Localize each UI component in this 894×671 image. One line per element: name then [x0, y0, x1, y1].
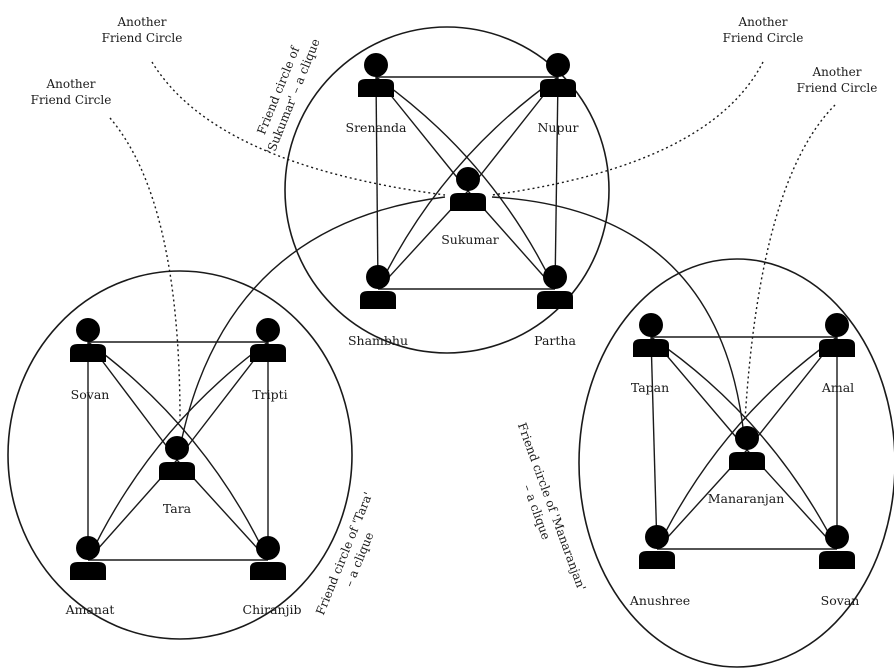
person-icon-tapan: [633, 313, 669, 357]
dotted-link-4: [744, 104, 836, 421]
name-label-amal: Amal: [821, 380, 854, 395]
annotation-line: Friend circle of 'Manaranjan': [515, 421, 589, 593]
annotation-line: Friend Circle: [102, 31, 183, 45]
person-icon-sovan-left: [70, 318, 106, 362]
name-label-srenanda: Srenanda: [346, 120, 407, 135]
annotation-line: Friend Circle: [723, 31, 804, 45]
name-label-manaranjan: Manaranjan: [708, 491, 785, 506]
edge-nupur-shambhu: [377, 76, 559, 290]
edge-srenanda-partha: [375, 76, 556, 290]
name-label-shambhu: Shambhu: [348, 333, 408, 348]
name-label-sukumar: Sukumar: [441, 232, 499, 247]
name-label-sovan-left: Sovan: [71, 387, 110, 402]
name-label-amanat: Amanat: [65, 602, 115, 617]
link-sukumar-manaranjan: [491, 196, 745, 437]
person-icon-shambhu: [360, 265, 396, 309]
friend-circles: [7, 26, 894, 668]
annotation-line: Friend Circle: [31, 93, 112, 107]
dotted-link-3: [491, 61, 764, 196]
person-icon-partha: [537, 265, 573, 309]
annotation-line: Another: [116, 15, 166, 29]
edge-anushree-tapan: [650, 336, 658, 550]
edge-amal-anushree: [656, 336, 838, 550]
person-icon-chiranjib: [250, 536, 286, 580]
annotation-tara-clique: Friend circle of 'Tara'– a clique: [313, 490, 390, 623]
person-icon-sovan-right: [819, 525, 855, 569]
clique-edges: [87, 76, 838, 561]
tara-circle: [7, 270, 353, 640]
name-label-tripti: Tripti: [252, 387, 287, 402]
inter-circle-links: [177, 196, 745, 459]
person-icon-srenanda: [358, 53, 394, 97]
name-label-chiranjib: Chiranjib: [243, 602, 302, 617]
person-icon-tripti: [250, 318, 286, 362]
edge-shambhu-srenanda: [375, 76, 379, 290]
edge-tripti-amanat: [87, 341, 269, 561]
name-label-nupur: Nupur: [537, 120, 578, 135]
name-label-partha: Partha: [534, 333, 576, 348]
another-circle-links: [109, 61, 836, 421]
dotted-link-2: [109, 117, 181, 421]
person-icon-anushree: [639, 525, 675, 569]
name-label-anushree: Anushree: [629, 593, 690, 608]
edge-nupur-partha: [554, 76, 559, 290]
name-label-tara: Tara: [163, 501, 192, 516]
name-label-tapan: Tapan: [631, 380, 669, 395]
annotation-sukumar-clique: Friend circle of'Sukumar' – a clique: [249, 31, 323, 157]
sukumar-circle: [284, 26, 610, 354]
edge-tapan-sovan_right: [650, 336, 838, 550]
edge-sovan_left-chiranjib: [87, 341, 269, 561]
annotation-line: Another: [811, 65, 861, 79]
annotation-line: Friend Circle: [797, 81, 878, 95]
annotation-manaranjan-clique: Friend circle of 'Manaranjan'– a clique: [500, 421, 589, 598]
person-icon-amanat: [70, 536, 106, 580]
link-tara-sukumar: [177, 196, 446, 459]
annotation-line: Another: [737, 15, 787, 29]
name-label-sovan-right: Sovan: [821, 593, 860, 608]
dotted-link-1: [151, 61, 446, 196]
manaranjan-circle: [578, 258, 894, 668]
annotation-line: Another: [45, 77, 95, 91]
